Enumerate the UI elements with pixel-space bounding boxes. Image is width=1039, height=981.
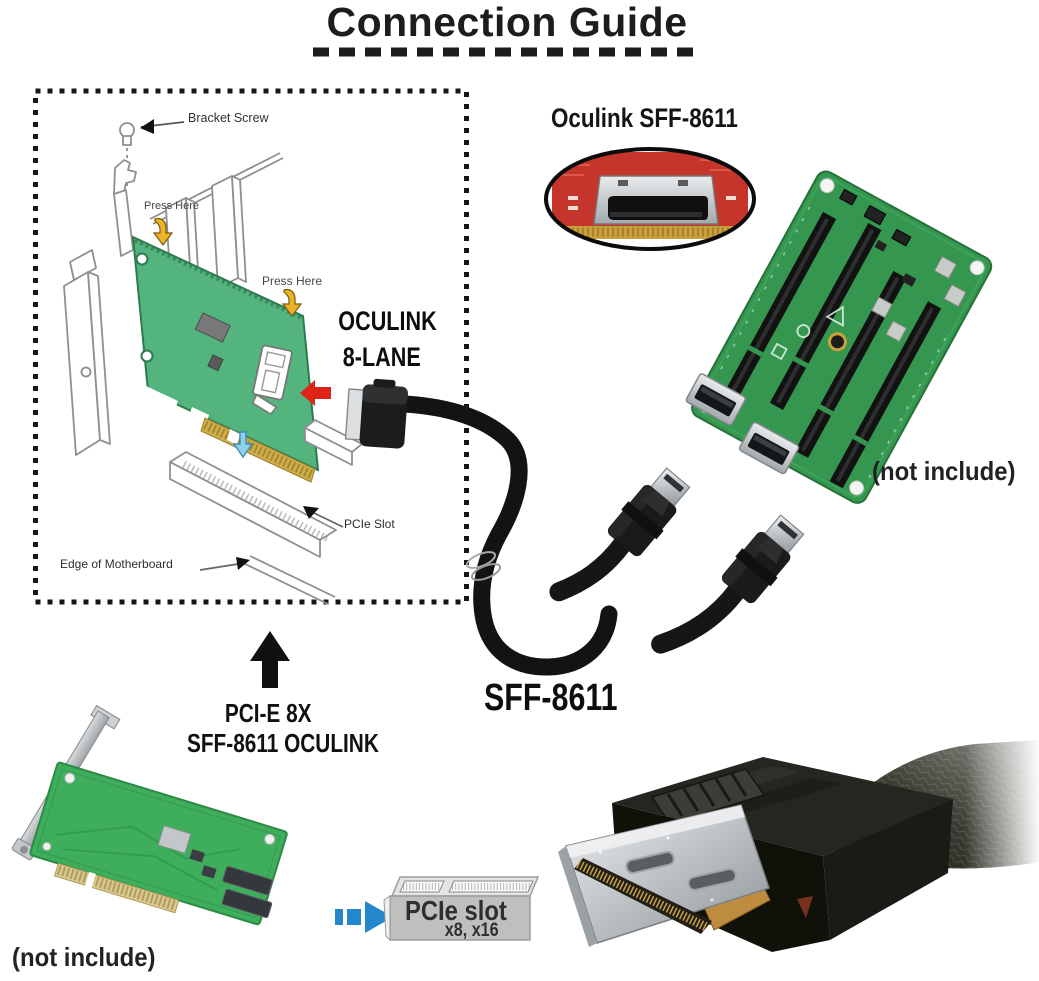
adapter-board <box>29 761 288 926</box>
adapter-label-line1: PCI-E 8X <box>224 698 312 728</box>
card-cable-connector <box>344 378 618 676</box>
cable-loop <box>396 395 618 676</box>
page-title: Connection Guide <box>326 0 688 45</box>
blue-right-arrow-icon <box>335 901 393 933</box>
card-gold-fingers <box>200 417 316 483</box>
board-pcie-slots <box>724 211 942 489</box>
pcie-expansion-board <box>685 170 993 504</box>
board-oculink-port <box>685 373 746 426</box>
cable-connector-end <box>651 514 805 654</box>
red-pointer-arrow-icon <box>300 380 331 406</box>
cable-model-label: SFF-8611 <box>484 677 618 719</box>
oculink-connector-callout <box>544 147 756 251</box>
pcie-slot-graphic <box>383 876 540 942</box>
press-here-label-right: Press Here <box>262 274 323 288</box>
press-here-arrow-icon <box>281 288 303 317</box>
diagram-slots <box>169 419 363 605</box>
oculink-lane-label: 8-LANE <box>342 342 421 372</box>
press-here-label-top: Press Here <box>144 200 200 212</box>
oculink-label: OCULINK <box>338 306 437 336</box>
not-include-note-board: (not include) <box>872 456 1016 486</box>
red-detail <box>797 896 813 918</box>
adapter-label-line2: SFF-8611 OCULINK <box>186 728 379 758</box>
connector-latch <box>650 768 766 825</box>
up-arrow-icon <box>250 631 290 688</box>
cable-connector-end <box>549 467 691 602</box>
bracket-screw-icon <box>119 119 185 186</box>
board-oculink-port <box>738 421 800 475</box>
board-silkscreen <box>717 206 947 479</box>
not-include-note-adapter: (not include) <box>12 942 156 972</box>
board-components <box>827 188 967 352</box>
edge-of-motherboard-label: Edge of Motherboard <box>60 557 173 571</box>
adapter-card-photo <box>11 704 288 926</box>
callout-title: Oculink SFF-8611 <box>551 103 738 133</box>
pcie-slot-graphic-title: PCIe slot <box>405 895 507 926</box>
insert-direction-arrow-icon <box>232 431 254 459</box>
press-here-arrow-icon <box>152 217 174 246</box>
pcie-slot-label: PCIe Slot <box>344 517 395 531</box>
instruction-box-border <box>33 88 469 605</box>
card-chip <box>194 312 231 343</box>
oculink-connector-photo <box>558 735 1039 952</box>
cable-tie <box>470 563 502 581</box>
bracket-screw-label: Bracket Screw <box>188 111 269 125</box>
diagram-green-card <box>131 235 331 483</box>
pcie-slot-graphic-subtitle: x8, x16 <box>445 920 499 941</box>
card-oculink-socket-drawing <box>251 344 293 416</box>
